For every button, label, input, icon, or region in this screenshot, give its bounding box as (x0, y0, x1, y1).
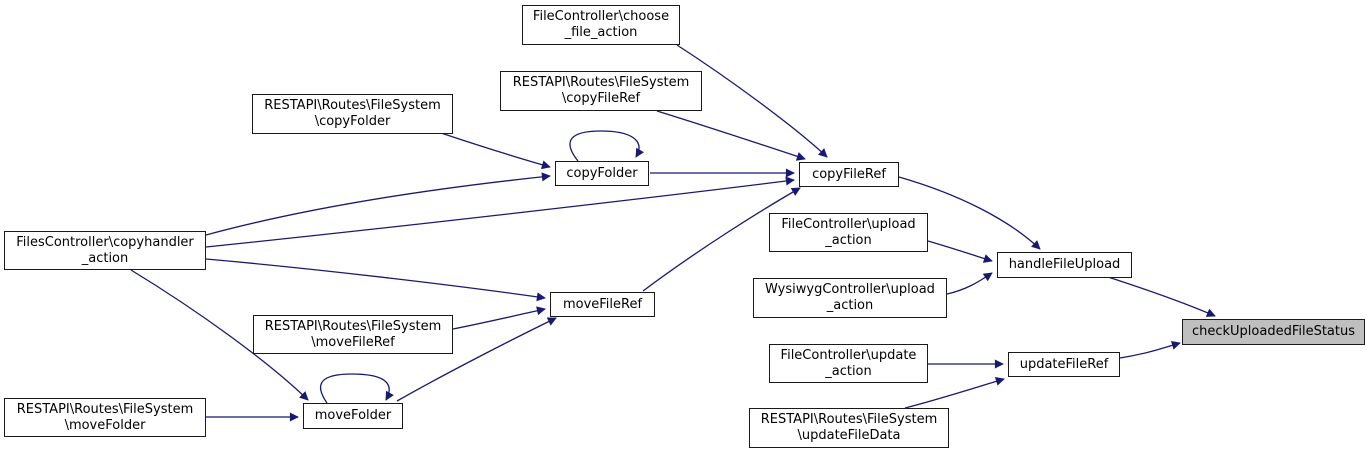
edge-restapi-updatefiledata-to-updatefileref (904, 377, 1005, 409)
edge-copyhandler-to-movefolder (130, 269, 309, 401)
node-restapi-updatefiledata[interactable]: RESTAPI\Routes\FileSystem \updateFileDat… (749, 408, 949, 448)
edge-copyfileref-to-handlefileupload (898, 176, 1041, 250)
edge-copyhandler-to-copyfileref (205, 176, 795, 248)
edge-copyhandler-to-copyfolder (205, 172, 551, 236)
edge-copyfolder-self-loop (569, 130, 644, 162)
node-checkuploadedfilestatus: checkUploadedFileStatus (1182, 319, 1365, 345)
edge-restapi-movefileref-to-movefileref (452, 306, 546, 330)
node-copyfileref[interactable]: copyFileRef (799, 162, 899, 187)
node-filecontroller-update-action[interactable]: FileController\update _action (769, 344, 928, 383)
node-handlefileupload[interactable]: handleFileUpload (997, 252, 1132, 278)
node-updatefileref[interactable]: updateFileRef (1008, 352, 1120, 377)
node-wysiwygcontroller-upload-action[interactable]: WysiwygController\upload _action (753, 278, 947, 318)
edge-movefolder-self-loop (319, 373, 394, 404)
edge-movefolder-to-movefileref (396, 317, 557, 402)
edge-restapi-copyfileref-to-copyfileref (656, 110, 806, 161)
node-movefileref[interactable]: moveFileRef (550, 292, 655, 317)
node-filecontroller-upload-action[interactable]: FileController\upload _action (769, 213, 928, 252)
edge-restapi-copyfolder-to-copyfolder (440, 132, 551, 170)
node-restapi-copyfolder[interactable]: RESTAPI\Routes\FileSystem \copyFolder (252, 94, 453, 134)
edge-handlefileupload-to-checkuploadedfilestatus (1107, 276, 1216, 317)
node-movefolder[interactable]: moveFolder (303, 403, 403, 429)
edge-updatefileref-to-checkuploadedfilestatus (1119, 341, 1181, 359)
edge-wysiwyg-upload-to-handlefileupload (946, 272, 993, 295)
edge-upload-action-to-handlefileupload (927, 240, 993, 263)
node-filecontroller-choose-file-action[interactable]: FileController\choose _file_action (522, 5, 680, 45)
edge-copyhandler-to-movefileref (205, 258, 546, 302)
node-restapi-movefolder[interactable]: RESTAPI\Routes\FileSystem \moveFolder (4, 398, 206, 437)
node-restapi-copyfileref[interactable]: RESTAPI\Routes\FileSystem \copyFileRef (500, 71, 702, 111)
node-filescontroller-copyhandler-action[interactable]: FilesController\copyhandler _action (4, 231, 206, 270)
node-restapi-movefileref[interactable]: RESTAPI\Routes\FileSystem \moveFileRef (253, 315, 453, 354)
node-copyfolder[interactable]: copyFolder (555, 161, 649, 186)
edge-movefileref-to-copyfileref (642, 187, 801, 292)
edge-choose-file-action-to-copyfileref (676, 44, 828, 158)
